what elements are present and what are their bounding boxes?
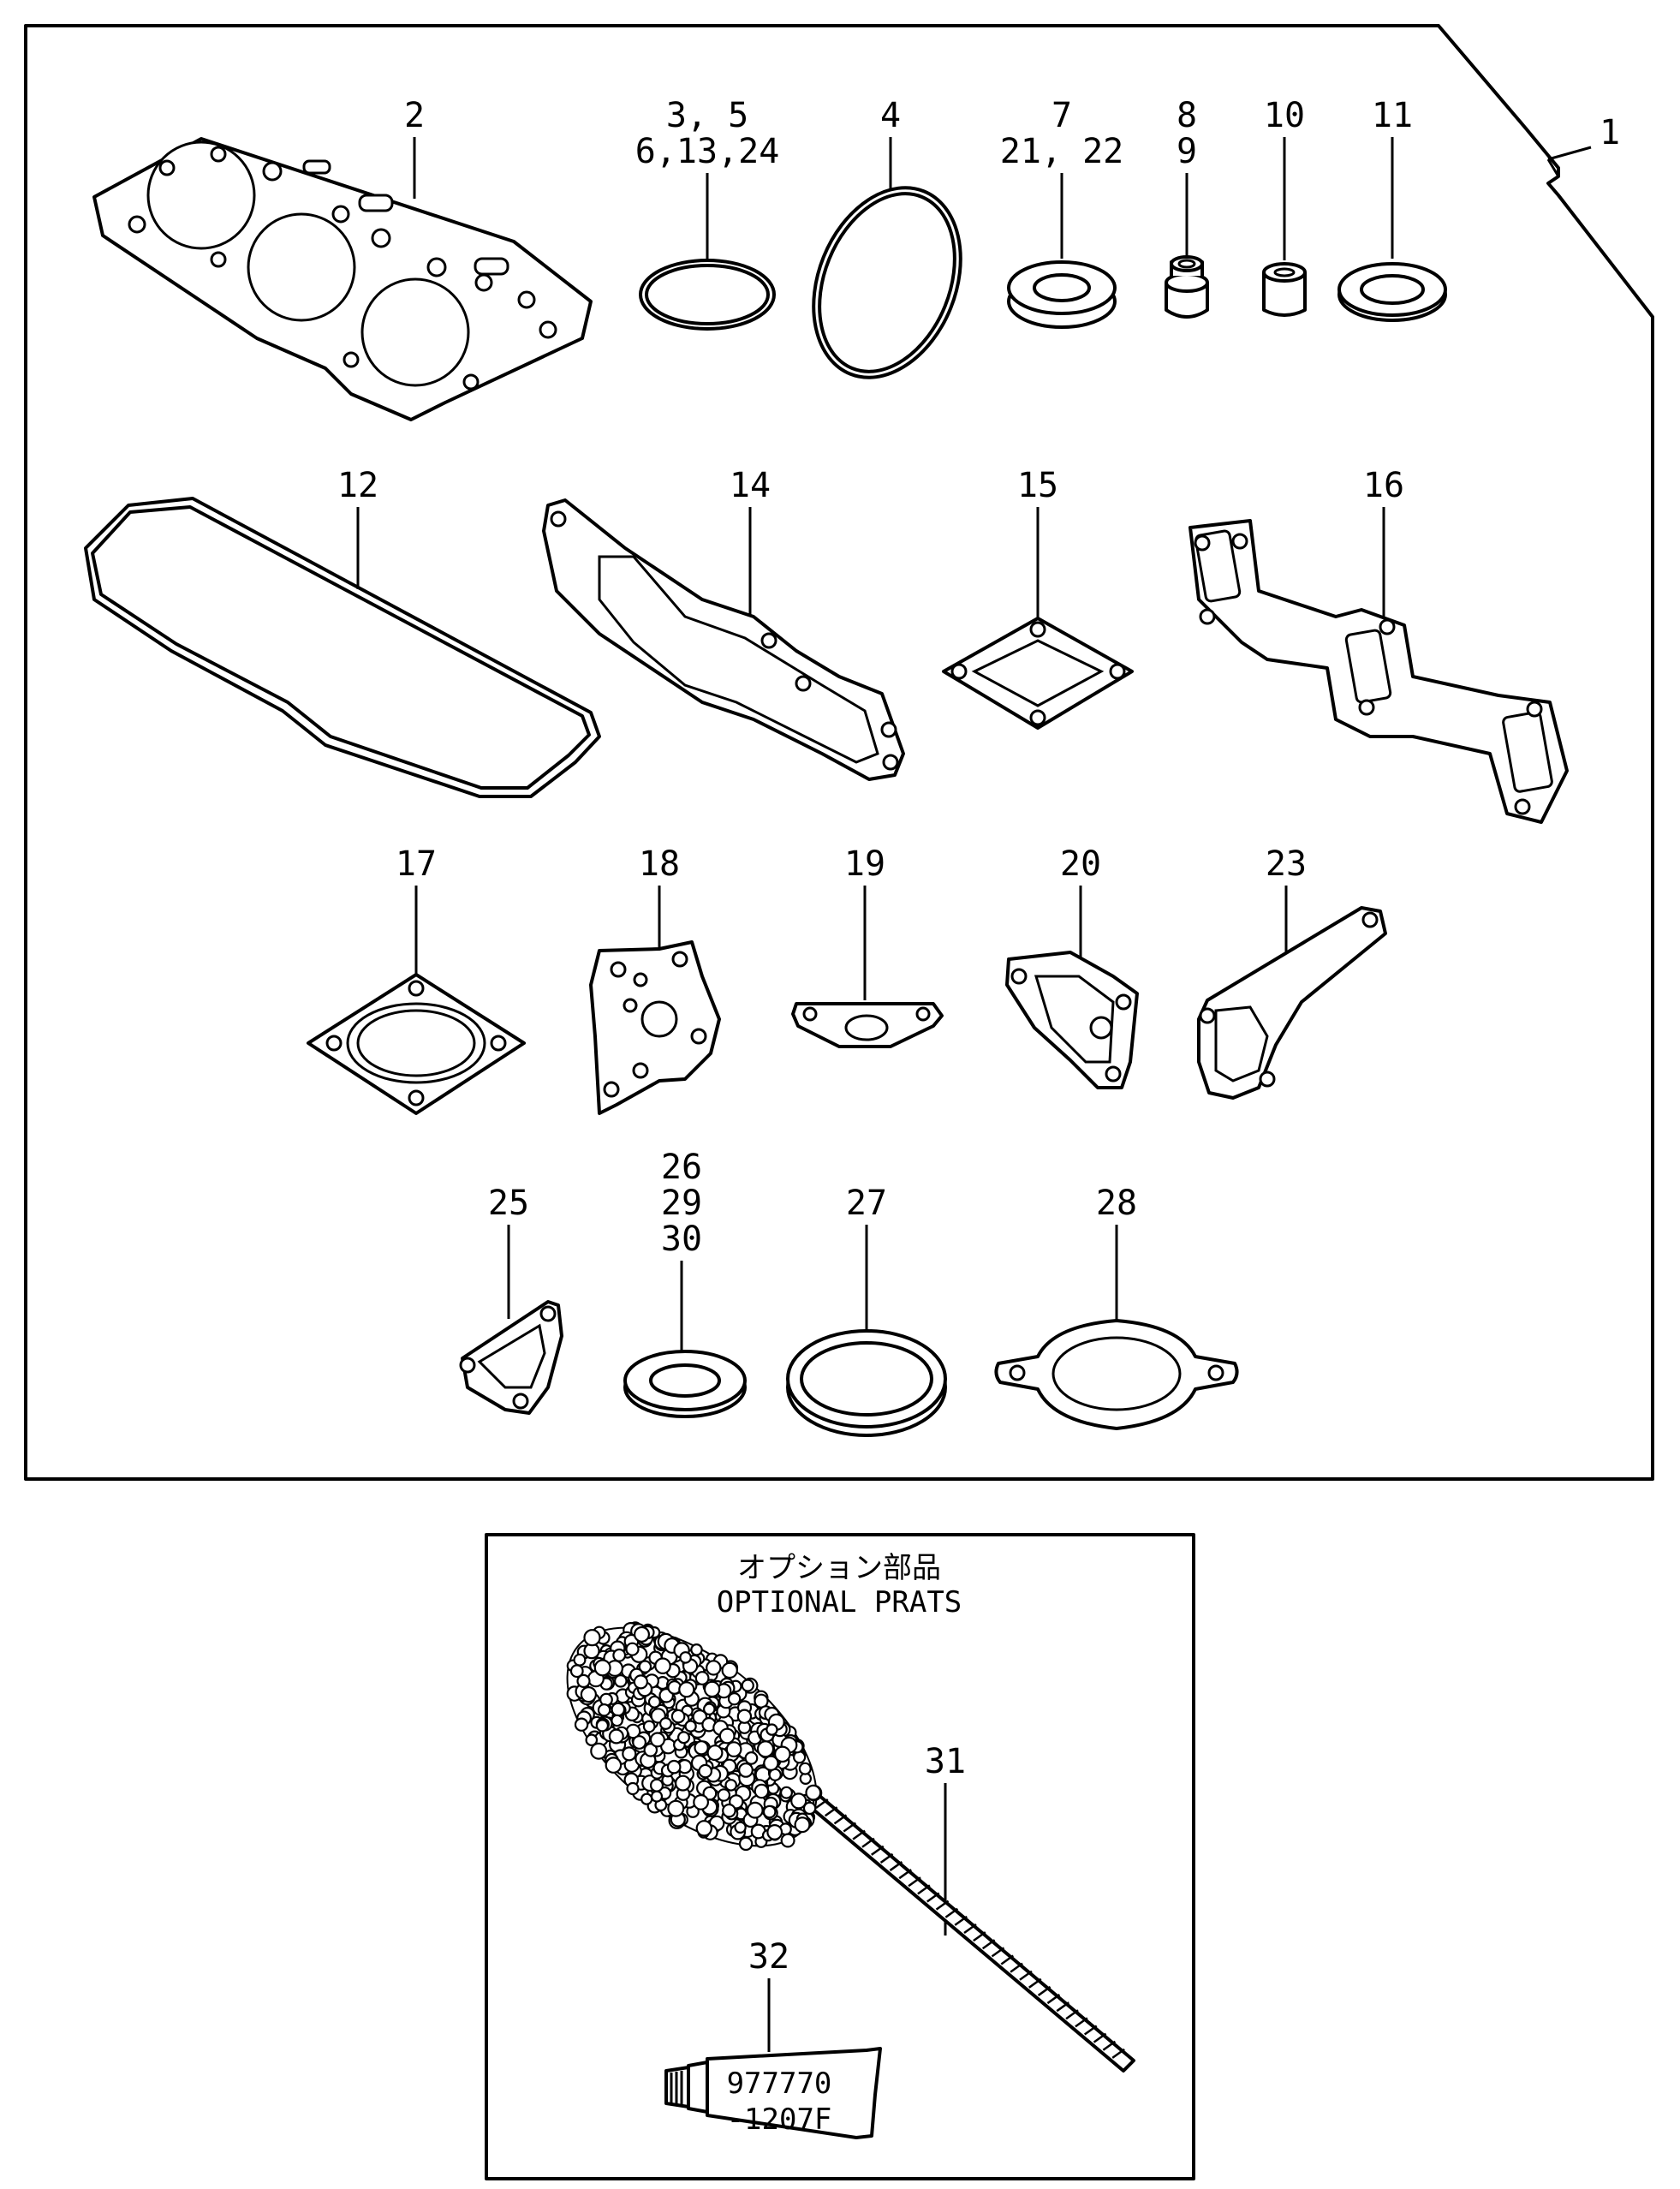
callout-1-label: 1 xyxy=(1600,113,1620,152)
callout-31-label: 31 xyxy=(925,1742,966,1781)
callout-12-label: 12 xyxy=(337,466,378,505)
part-27-large-ring: 27 xyxy=(786,1184,947,1437)
part-20-housing-gasket: 20 xyxy=(1005,844,1139,1089)
callout-3-label-a: 3, 5 xyxy=(666,96,748,135)
part-15-square-gasket: 15 xyxy=(942,466,1134,730)
callout-28-label: 28 xyxy=(1096,1184,1137,1223)
part-11-flat-ring: 11 xyxy=(1337,96,1447,322)
part-17-flange-gasket: 17 xyxy=(307,844,526,1115)
optional-panel-frame xyxy=(485,1533,1195,2180)
part-18-plate-gasket: 18 xyxy=(589,844,721,1115)
callout-4-label: 4 xyxy=(880,96,901,135)
tube-label-line2: -1207F xyxy=(727,2103,832,2137)
part-10-sleeve: 10 xyxy=(1262,96,1307,317)
part-26-washer: 26 29 30 xyxy=(623,1148,747,1418)
callout-7-label-a: 7 xyxy=(1051,96,1072,135)
callout-26-label-b: 29 xyxy=(661,1184,702,1223)
callout-17-label: 17 xyxy=(396,844,437,884)
callout-14-label: 14 xyxy=(730,466,771,505)
callout-2-label: 2 xyxy=(404,96,425,135)
part-23-bracket-gasket: 23 xyxy=(1197,844,1387,1100)
callout-26-label-a: 26 xyxy=(661,1148,702,1187)
optional-title-jp: オプション部品 xyxy=(737,1551,941,1585)
callout-19-label: 19 xyxy=(844,844,885,884)
callout-26-label-c: 30 xyxy=(661,1220,702,1259)
callout-1: 1 xyxy=(1546,113,1620,177)
callout-16-label: 16 xyxy=(1363,466,1404,505)
callout-8-label-a: 8 xyxy=(1177,96,1197,135)
callout-7-label-b: 21, 22 xyxy=(1000,132,1124,171)
part-31-cleaning-brush: 31 xyxy=(566,1621,1135,2073)
part-3-o-ring: 3, 5 6,13,24 xyxy=(635,96,780,331)
callout-10-label: 10 xyxy=(1264,96,1305,135)
callout-27-label: 27 xyxy=(846,1184,887,1223)
callout-25-label: 25 xyxy=(488,1184,529,1223)
callout-32-label: 32 xyxy=(748,1937,789,1977)
part-28-oval-flange-gasket: 28 xyxy=(994,1184,1239,1430)
callout-20-label: 20 xyxy=(1060,844,1101,884)
part-14-intake-gasket: 14 xyxy=(542,466,905,781)
optional-title-en: OPTIONAL PRATS xyxy=(717,1585,962,1619)
main-panel-frame xyxy=(24,24,1654,1481)
part-12-valve-cover-gasket: 12 xyxy=(84,466,601,798)
part-7-washer: 7 21, 22 xyxy=(1000,96,1124,329)
part-25-small-gasket: 25 xyxy=(459,1184,563,1415)
callout-11-label: 11 xyxy=(1372,96,1413,135)
callout-18-label: 18 xyxy=(639,844,680,884)
part-19-oval-gasket: 19 xyxy=(791,844,944,1048)
tube-label-line1: 977770 xyxy=(727,2067,832,2101)
part-4-large-o-ring: 4 xyxy=(812,96,962,379)
part-2-head-gasket: 2 xyxy=(92,96,593,421)
callout-23-label: 23 xyxy=(1266,844,1307,884)
callout-15-label: 15 xyxy=(1017,466,1058,505)
part-16-exhaust-gasket: 16 xyxy=(1189,466,1569,824)
part-8-valve-seal: 8 9 xyxy=(1165,96,1209,319)
callout-8-label-b: 9 xyxy=(1177,132,1197,171)
part-32-sealant-tube: 32 977770 -1207F xyxy=(664,1937,882,2139)
callout-3-label-b: 6,13,24 xyxy=(635,132,780,171)
